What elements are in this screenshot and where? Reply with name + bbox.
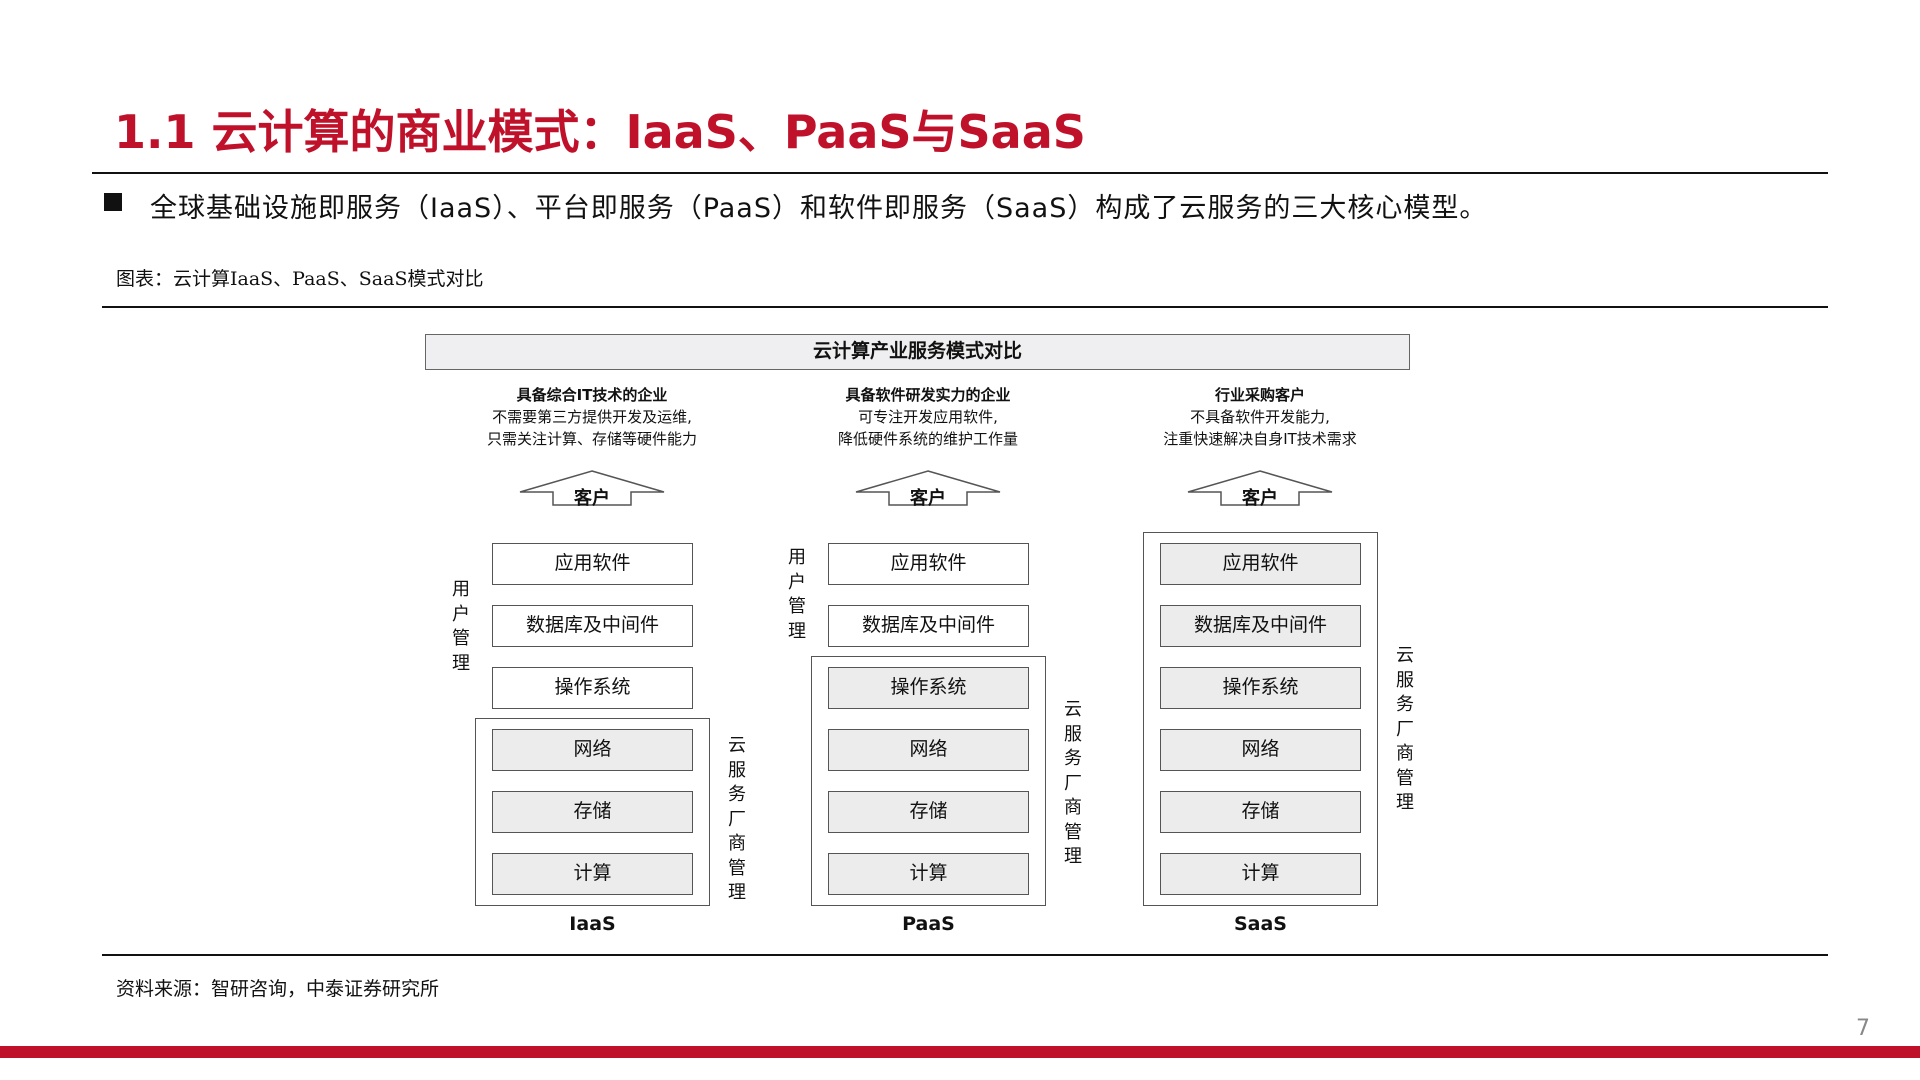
figure-caption: 图表：云计算IaaS、PaaS、SaaS模式对比 [116, 268, 484, 290]
paas-vendor-mgmt-label: 云服务厂商管理 [1064, 699, 1082, 867]
paas-model-label: PaaS [902, 913, 955, 935]
iaas-audience: 具备综合IT技术的企业 不需要第三方提供开发及运维, 只需关注计算、存储等硬件能… [432, 384, 752, 450]
iaas-audience-line1: 不需要第三方提供开发及运维, [492, 408, 692, 426]
figure-bottom-rule [102, 954, 1828, 956]
iaas-customer-label: 客户 [574, 488, 610, 509]
iaas-layer-db: 数据库及中间件 [492, 605, 693, 647]
paas-vendor-box [811, 656, 1046, 906]
paas-layer-network: 网络 [828, 729, 1029, 771]
saas-audience-line1: 不具备软件开发能力, [1190, 408, 1330, 426]
iaas-audience-title: 具备综合IT技术的企业 [516, 386, 668, 404]
page-number: 7 [1856, 1016, 1870, 1041]
iaas-model-label: IaaS [569, 913, 616, 935]
paas-layer-compute: 计算 [828, 853, 1029, 895]
paas-user-mgmt-label: 用户管理 [788, 547, 806, 642]
iaas-layer-network: 网络 [492, 729, 693, 771]
saas-model-label: SaaS [1233, 913, 1287, 935]
saas-layer-network: 网络 [1160, 729, 1361, 771]
paas-audience-title: 具备软件研发实力的企业 [845, 386, 1011, 404]
saas-layer-compute: 计算 [1160, 853, 1361, 895]
diagram-header: 云计算产业服务模式对比 [425, 334, 1410, 370]
iaas-layer-storage: 存储 [492, 791, 693, 833]
iaas-customer-arrow-icon [519, 470, 665, 506]
bullet-text: 全球基础设施即服务（IaaS）、平台即服务（PaaS）和软件即服务（SaaS）构… [150, 193, 1488, 224]
paas-layer-db: 数据库及中间件 [828, 605, 1029, 647]
iaas-layer-os: 操作系统 [492, 667, 693, 709]
saas-layer-db: 数据库及中间件 [1160, 605, 1361, 647]
saas-audience: 行业采购客户 不具备软件开发能力, 注重快速解决自身IT技术需求 [1100, 384, 1420, 450]
iaas-layer-compute: 计算 [492, 853, 693, 895]
saas-customer-arrow-icon [1187, 470, 1333, 506]
saas-layer-os: 操作系统 [1160, 667, 1361, 709]
paas-customer-label: 客户 [910, 488, 946, 509]
saas-layer-storage: 存储 [1160, 791, 1361, 833]
iaas-vendor-box [475, 718, 710, 906]
source-note: 资料来源：智研咨询，中泰证券研究所 [116, 978, 440, 1000]
saas-customer-label: 客户 [1242, 488, 1278, 509]
paas-layer-os: 操作系统 [828, 667, 1029, 709]
title-divider [92, 172, 1828, 174]
iaas-vendor-mgmt-label: 云服务厂商管理 [728, 735, 746, 903]
iaas-user-mgmt-label: 用户管理 [452, 579, 470, 674]
paas-layer-app: 应用软件 [828, 543, 1029, 585]
iaas-layer-app: 应用软件 [492, 543, 693, 585]
bullet-square-icon [104, 193, 122, 211]
saas-audience-title: 行业采购客户 [1214, 386, 1305, 404]
paas-audience: 具备软件研发实力的企业 可专注开发应用软件, 降低硬件系统的维护工作量 [768, 384, 1088, 450]
paas-customer-arrow-icon [855, 470, 1001, 506]
saas-vendor-mgmt-label: 云服务厂商管理 [1396, 645, 1414, 813]
saas-audience-line2: 注重快速解决自身IT技术需求 [1163, 430, 1357, 448]
page-title: 1.1 云计算的商业模式：IaaS、PaaS与SaaS [114, 105, 1086, 159]
paas-layer-storage: 存储 [828, 791, 1029, 833]
figure-top-rule [102, 306, 1828, 308]
paas-audience-line1: 可专注开发应用软件, [858, 408, 998, 426]
saas-vendor-box [1143, 532, 1378, 906]
iaas-audience-line2: 只需关注计算、存储等硬件能力 [486, 430, 697, 448]
bottom-accent-bar [0, 1046, 1920, 1058]
paas-audience-line2: 降低硬件系统的维护工作量 [837, 430, 1018, 448]
saas-layer-app: 应用软件 [1160, 543, 1361, 585]
